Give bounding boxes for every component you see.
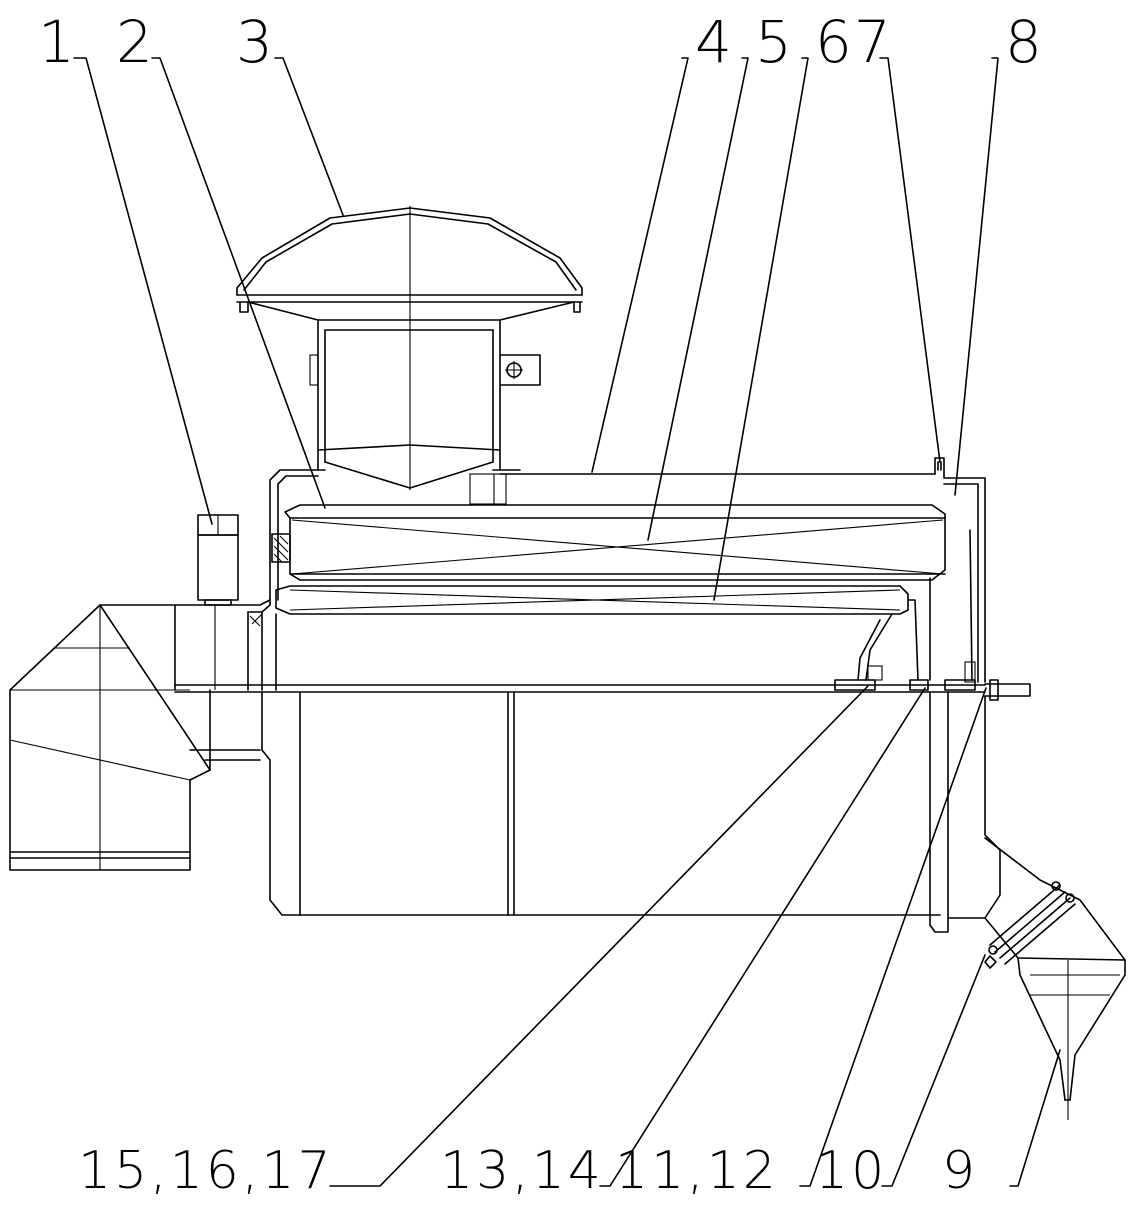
leader-13-14 — [599, 687, 926, 1187]
housing-cover — [269, 457, 986, 683]
callout-label-13-14: 13,14 — [440, 1141, 604, 1201]
callout-label-11-12: 11,12 — [615, 1141, 779, 1201]
callout-label-15-16-17: 15,16,17 — [78, 1141, 334, 1201]
callout-label-3: 3 — [236, 8, 275, 76]
callout-label-8: 8 — [1005, 8, 1044, 76]
callouts-top: 1 2 3 4 5 67 8 — [38, 8, 1044, 76]
callout-label-10: 10 — [815, 1141, 887, 1201]
main-body — [80, 604, 1031, 933]
leader-lines — [73, 57, 1061, 1187]
callout-label-9: 9 — [942, 1141, 978, 1201]
leader-8 — [954, 57, 999, 496]
rain-cap — [236, 206, 583, 490]
leader-4 — [591, 57, 689, 473]
leader-2 — [151, 57, 326, 509]
safety-filter-element — [275, 577, 931, 681]
primary-filter-element — [271, 504, 946, 581]
leader-3 — [274, 57, 344, 216]
inlet-elbow — [9, 599, 271, 871]
callout-label-4: 4 — [695, 8, 734, 76]
leader-10 — [881, 954, 986, 1187]
leader-15-16-17 — [329, 685, 869, 1187]
dust-unloader — [984, 837, 1126, 1120]
leader-5 — [647, 57, 749, 541]
restriction-indicator — [197, 514, 239, 690]
callout-label-5: 5 — [755, 8, 794, 76]
callouts-bottom: 15,16,17 13,14 11,12 10 9 — [78, 1141, 978, 1201]
leader-9 — [1009, 1049, 1061, 1187]
leader-11-12 — [799, 687, 987, 1187]
callout-label-1: 1 — [38, 8, 77, 76]
callout-label-67: 67 — [815, 8, 893, 76]
leader-1 — [73, 57, 213, 525]
leader-7 — [879, 57, 941, 463]
callout-label-2: 2 — [116, 8, 155, 76]
leader-6 — [713, 57, 809, 601]
